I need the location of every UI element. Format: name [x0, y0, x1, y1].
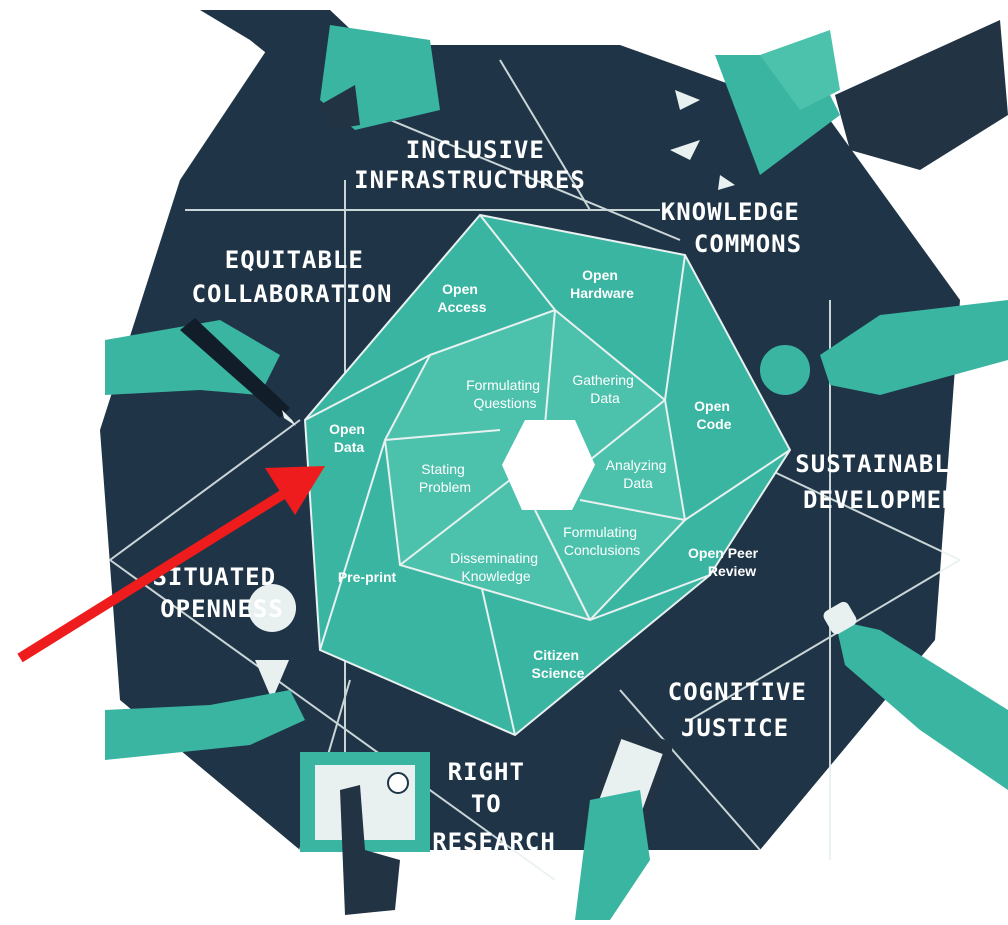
middle-spokes [303, 213, 792, 737]
label-right-to-research: RIGHT TO RESEARCH [432, 758, 556, 856]
label-gathering-data: Gathering Data [572, 372, 637, 406]
label-equitable-collaboration: EQUITABLE COLLABORATION [192, 246, 393, 308]
label-sustainable-development: SUSTAINABLE DEVELOPMENT [795, 450, 980, 514]
hand-bottom-right-icon [575, 790, 650, 920]
hand-left-bottom-icon [105, 690, 305, 760]
outer-labels: INCLUSIVE INFRASTRUCTURES KNOWLEDGE COMM… [152, 136, 980, 856]
label-open-peer-review: Open Peer Review [688, 545, 762, 579]
label-disseminating-knowledge: Disseminating Knowledge [450, 550, 542, 584]
label-open-access: Open Access [437, 281, 486, 315]
hand-top-right-icon [835, 20, 1008, 170]
magnifier-icon [754, 339, 816, 401]
label-citizen-science: Citizen Science [532, 647, 585, 681]
label-analyzing-data: Analyzing Data [606, 457, 671, 491]
pen-icon [180, 318, 290, 418]
chat-bubble-icon [387, 772, 409, 794]
hand-right-bottom-icon [835, 620, 1008, 790]
red-arrow-icon [17, 466, 325, 663]
label-open-data: Open Data [329, 421, 369, 455]
inner-spokes [384, 309, 686, 621]
decorative-hands [105, 10, 1008, 920]
middle-labels: Open Access Open Hardware Open Code Open… [329, 267, 762, 681]
label-knowledge-commons: KNOWLEDGE COMMONS [661, 198, 816, 258]
hand-right-magnifier-icon [820, 300, 1008, 395]
label-pre-print: Pre-print [338, 569, 397, 585]
label-formulating-conclusions: Formulating Conclusions [563, 524, 641, 558]
location-pin-icon [248, 584, 297, 700]
label-stating-problem: Stating Problem [419, 461, 471, 495]
center-hexagon [502, 420, 595, 510]
label-cognitive-justice: COGNITIVE JUSTICE [668, 678, 823, 742]
label-inclusive-infrastructures: INCLUSIVE INFRASTRUCTURES [354, 136, 586, 194]
label-open-hardware: Open Hardware [570, 267, 634, 301]
cup-icon [823, 601, 857, 635]
inner-labels: Formulating Questions Gathering Data Ana… [419, 372, 671, 584]
pointing-hand-icon [340, 785, 400, 915]
label-formulating-questions: Formulating Questions [466, 377, 544, 411]
label-open-code: Open Code [694, 398, 734, 432]
